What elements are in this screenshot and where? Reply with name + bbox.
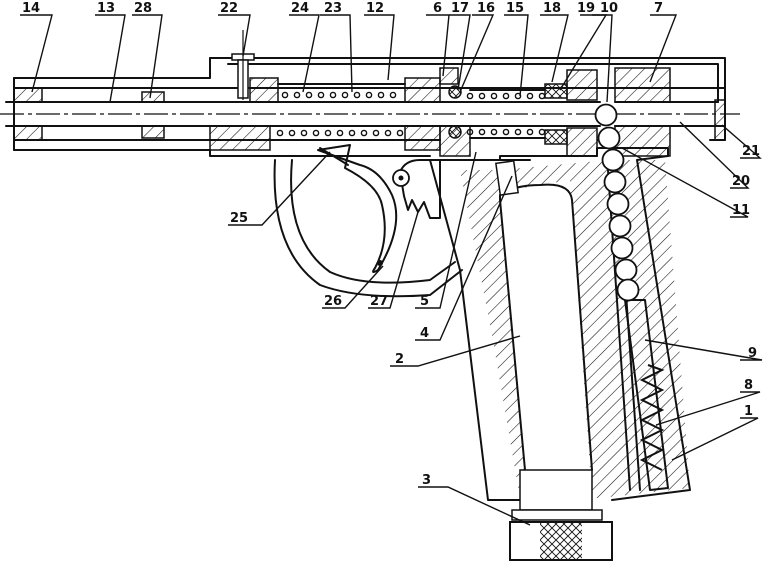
label-15: 15 — [506, 1, 524, 16]
label-20: 20 — [732, 174, 750, 189]
gas-cylinder-2 — [495, 160, 603, 521]
spring-coil — [396, 129, 404, 137]
spring-coil — [377, 91, 385, 99]
breech-block-7 — [614, 67, 726, 157]
label-17: 17 — [451, 1, 469, 16]
spring-coil — [490, 128, 498, 136]
label-22: 22 — [220, 1, 238, 16]
label-21: 21 — [742, 144, 760, 159]
spring-coil — [276, 129, 284, 137]
magazine-ball — [603, 170, 627, 194]
spring-coil — [305, 91, 313, 99]
spring-coil — [502, 92, 510, 100]
label-11: 11 — [732, 203, 750, 218]
label-1: 1 — [744, 404, 753, 419]
slide-block — [249, 77, 279, 103]
label-6: 6 — [433, 1, 442, 16]
spring-coil — [478, 92, 486, 100]
magazine-ball — [616, 278, 640, 302]
spring-coil — [526, 92, 534, 100]
muzzle-cap-21 — [714, 99, 726, 141]
spring-coil — [293, 91, 301, 99]
plug-crosshatch — [540, 522, 582, 560]
label-5: 5 — [420, 294, 429, 309]
spring-coil — [538, 128, 546, 136]
spring-coil — [288, 129, 296, 137]
label-27: 27 — [370, 294, 388, 309]
spring-coil — [502, 128, 510, 136]
label-16: 16 — [477, 1, 495, 16]
spring-coil — [281, 91, 289, 99]
label-10: 10 — [600, 1, 618, 16]
label-28: 28 — [134, 1, 152, 16]
spring-coil — [478, 128, 486, 136]
label-2: 2 — [395, 352, 404, 367]
spring-coil — [466, 92, 474, 100]
trigger-26 — [317, 144, 398, 274]
upper-spring — [277, 83, 406, 103]
spring-coil — [514, 128, 522, 136]
sear-27 — [392, 159, 441, 219]
spring-coil — [300, 129, 308, 137]
label-13: 13 — [97, 1, 115, 16]
spring-coil — [324, 129, 332, 137]
seal-16 — [448, 85, 462, 99]
spring-coil — [538, 92, 546, 100]
magazine-ball — [610, 236, 634, 260]
spring-coil — [389, 91, 397, 99]
label-8: 8 — [744, 378, 753, 393]
label-12: 12 — [366, 1, 384, 16]
spring-coil — [329, 91, 337, 99]
leader-lines — [20, 14, 763, 526]
magazine — [594, 103, 669, 491]
label-25: 25 — [230, 211, 248, 226]
magazine-spring-zigzag — [639, 364, 665, 471]
spring-coil — [317, 91, 325, 99]
magazine-ball — [614, 258, 638, 282]
spring-coil — [348, 129, 356, 137]
magazine-ball — [608, 214, 632, 238]
spring-coil — [490, 92, 498, 100]
label-9: 9 — [748, 346, 757, 361]
spring-coil — [384, 129, 392, 137]
spring-coil — [526, 128, 534, 136]
part-labels: 14 13 28 22 24 23 12 6 17 16 15 18 19 10… — [22, 1, 760, 488]
label-4: 4 — [420, 326, 429, 341]
spring-coil — [372, 129, 380, 137]
magazine-ball — [594, 103, 618, 127]
spring-coil — [365, 91, 373, 99]
label-3: 3 — [422, 473, 431, 488]
spring-coil — [336, 129, 344, 137]
label-14: 14 — [22, 1, 40, 16]
spring-coil — [353, 91, 361, 99]
label-19: 19 — [577, 1, 595, 16]
label-7: 7 — [654, 1, 663, 16]
spring-coil — [312, 129, 320, 137]
magazine-ball — [601, 148, 625, 172]
label-23: 23 — [324, 1, 342, 16]
spring-coil — [341, 91, 349, 99]
label-18: 18 — [543, 1, 561, 16]
bolt-assembly — [404, 67, 598, 157]
screw-22 — [231, 30, 255, 100]
seal-19 — [544, 83, 568, 99]
magazine-ball — [597, 126, 621, 150]
label-26: 26 — [324, 294, 342, 309]
label-24: 24 — [291, 1, 309, 16]
spring-coil — [360, 129, 368, 137]
barrel — [0, 87, 740, 151]
magazine-ball — [606, 192, 630, 216]
